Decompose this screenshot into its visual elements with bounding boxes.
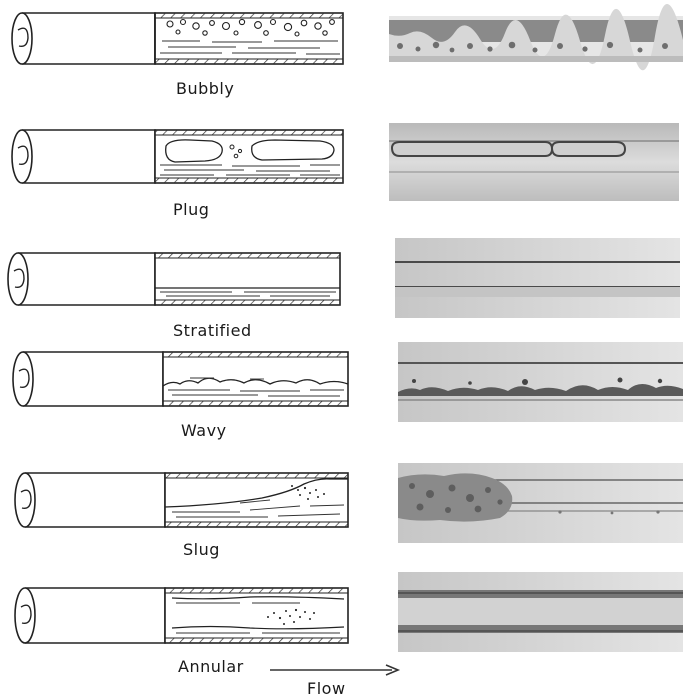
- pipe-drawing-stratified: [8, 253, 340, 305]
- regime-label-wavy: Wavy: [181, 421, 227, 440]
- flow-label: Flow: [307, 679, 346, 698]
- photo-plug: [389, 123, 679, 201]
- photo-slug: [398, 463, 683, 543]
- photo-bubbly: [389, 4, 683, 70]
- regime-label-bubbly: Bubbly: [176, 79, 234, 98]
- pipe-drawing-wavy: [13, 352, 348, 406]
- regime-label-plug: Plug: [173, 200, 209, 219]
- pipe-drawing-slug: [15, 473, 348, 527]
- pipe-drawing-plug: [12, 130, 343, 183]
- photo-stratified: [395, 238, 680, 318]
- photo-annular: [398, 572, 683, 652]
- pipe-drawing-bubbly: [12, 13, 343, 64]
- regime-label-slug: Slug: [183, 540, 220, 559]
- regime-label-stratified: Stratified: [173, 321, 252, 340]
- pipe-drawing-annular: [15, 588, 348, 643]
- regime-label-annular: Annular: [178, 657, 244, 676]
- flow-arrow: [270, 665, 398, 675]
- photo-wavy: [398, 342, 683, 422]
